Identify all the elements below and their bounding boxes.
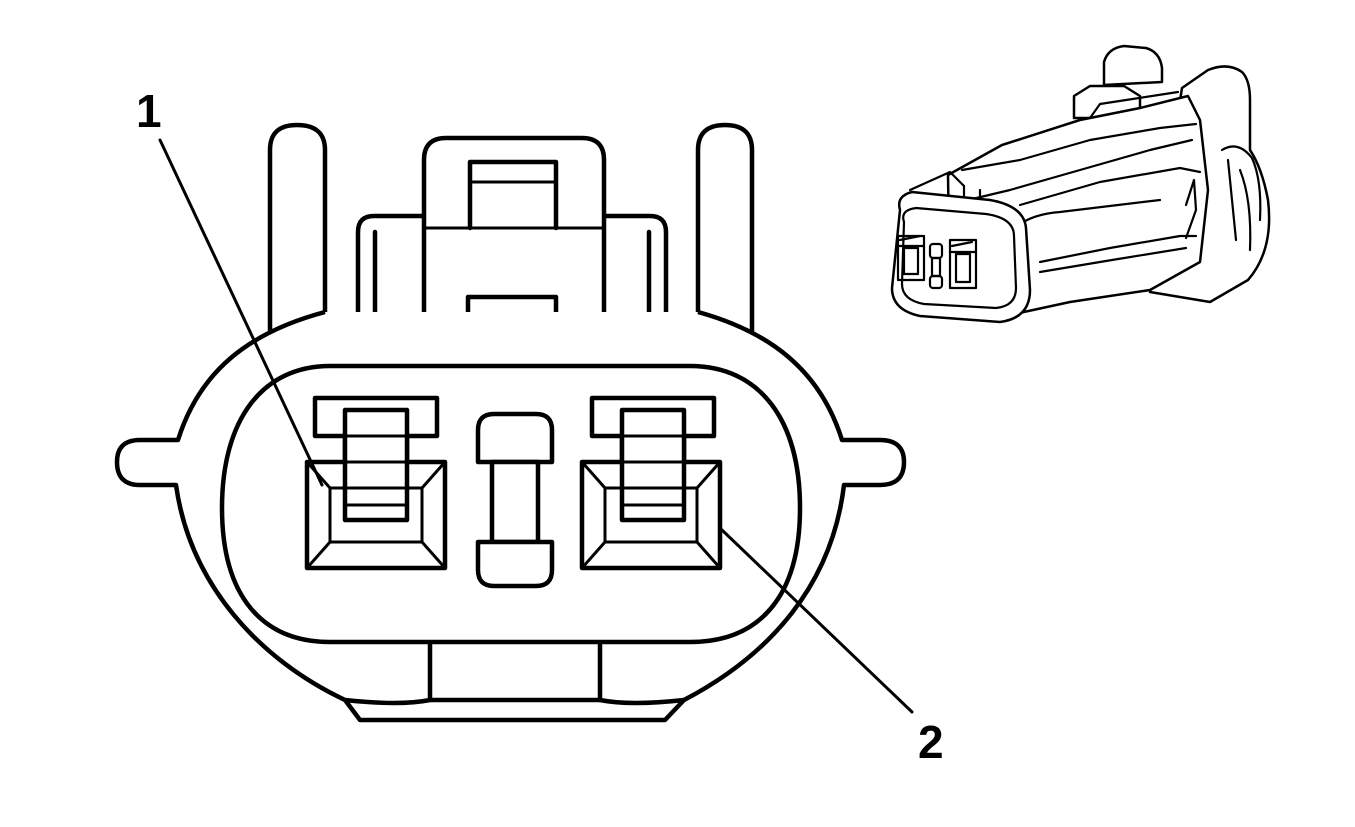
- left-lock-post: [267, 122, 328, 363]
- callout-2: 2: [720, 528, 944, 768]
- right-lock-post: [695, 122, 755, 363]
- center-key: [475, 411, 555, 589]
- callout-leader-2: [720, 528, 914, 714]
- connector-isometric-view: [890, 44, 1271, 324]
- terminal-cavity-2: [579, 395, 723, 571]
- connector-face-view: [114, 122, 907, 723]
- callout-1: 1: [136, 85, 324, 487]
- callout-leader-1: [158, 138, 324, 487]
- isometric-terminal-cavities: [896, 234, 978, 290]
- terminal-cavity-1: [304, 395, 448, 571]
- callout-label-1: 1: [136, 85, 162, 137]
- callout-label-2: 2: [918, 716, 944, 768]
